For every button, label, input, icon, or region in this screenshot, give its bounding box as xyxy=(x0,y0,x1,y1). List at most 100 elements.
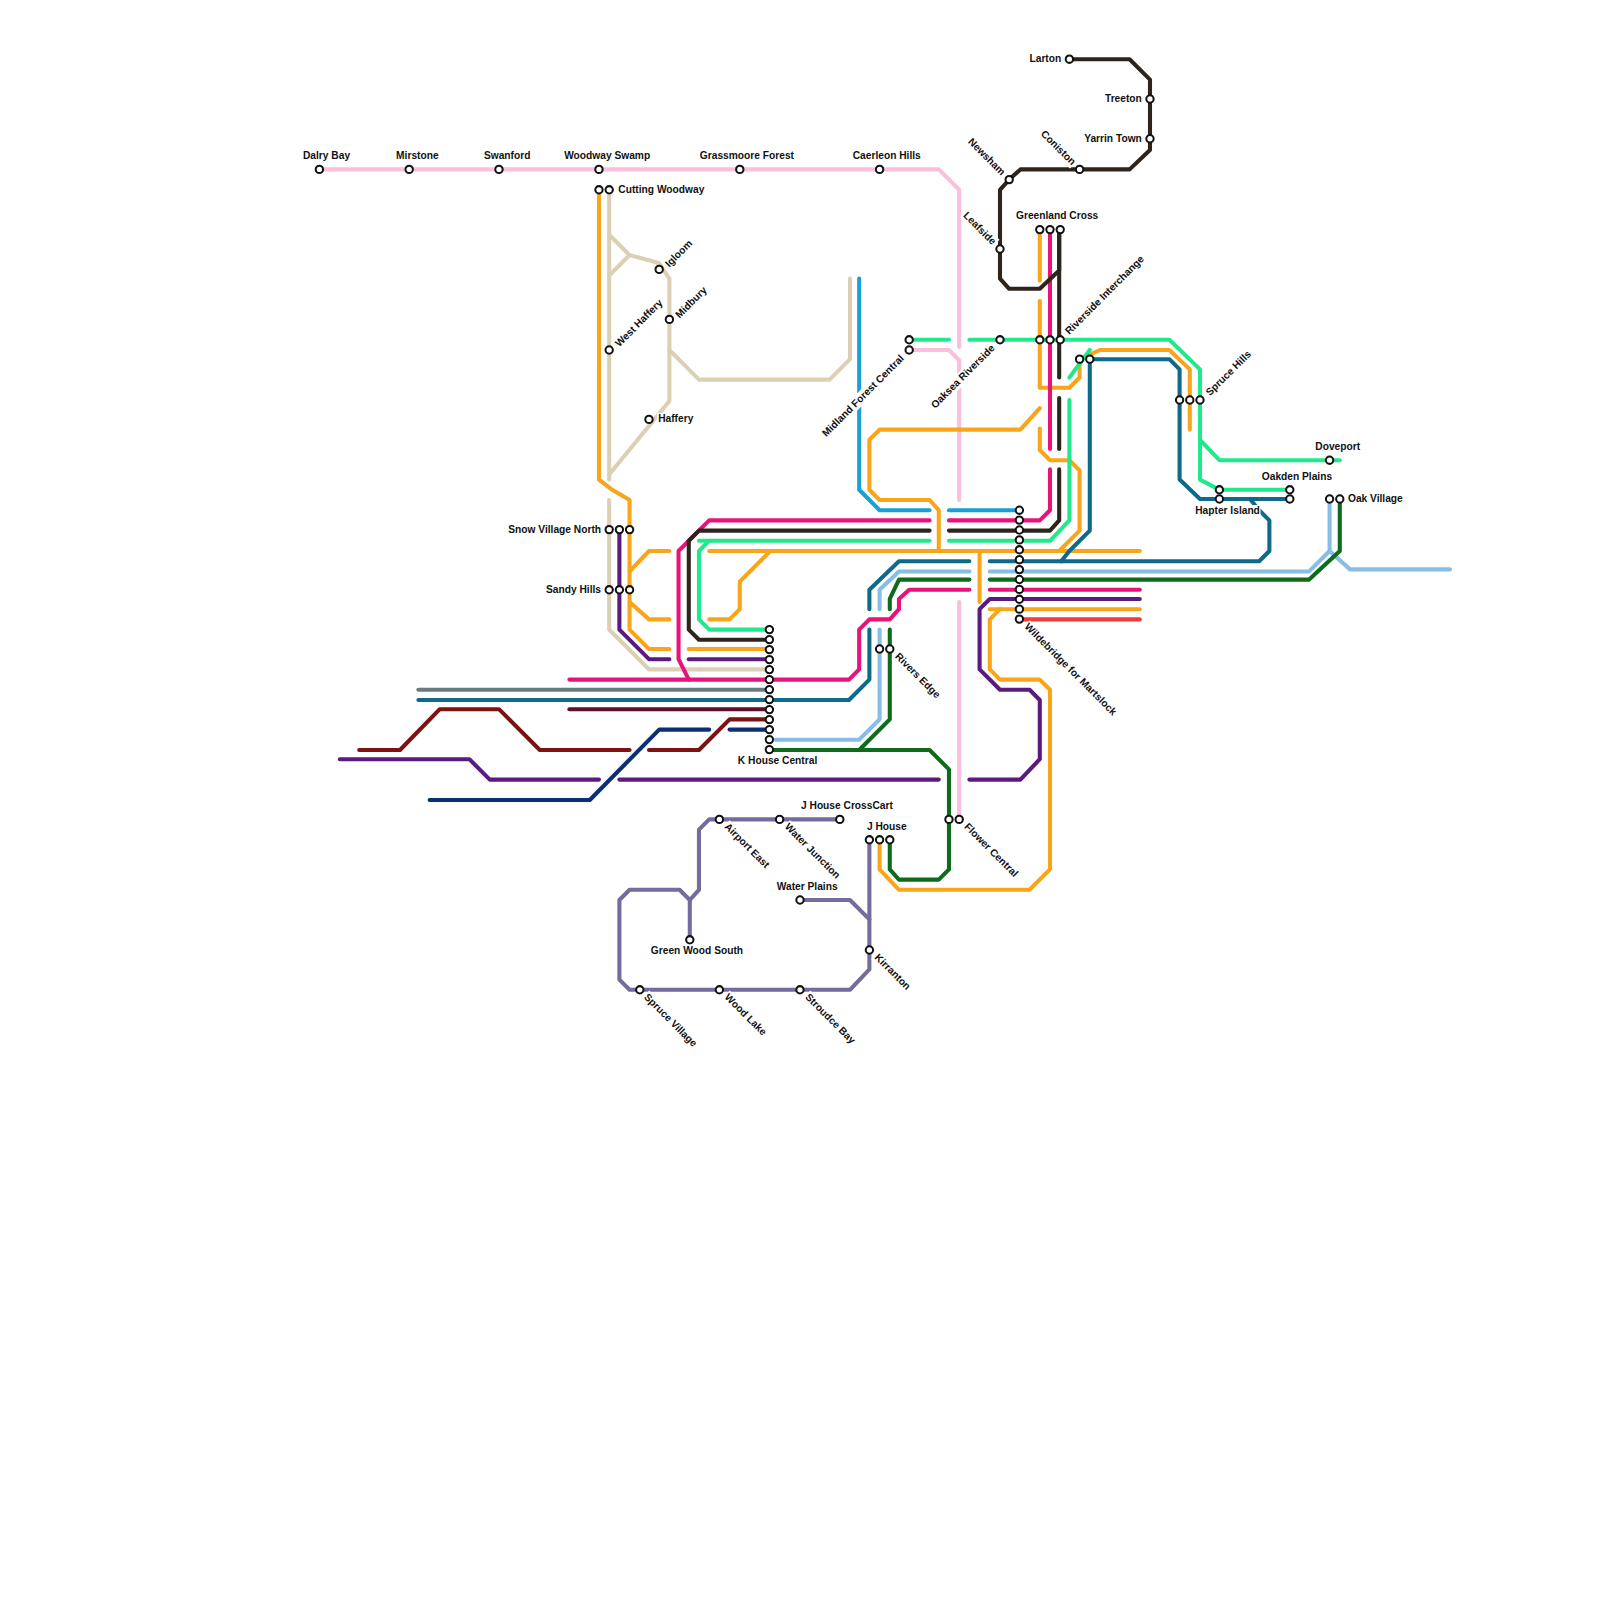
station-dot xyxy=(1016,566,1023,573)
station-dot xyxy=(876,836,883,843)
station-dot xyxy=(796,986,803,993)
station-dot xyxy=(1016,606,1023,613)
station-dot xyxy=(866,946,873,953)
station-dot xyxy=(886,645,893,652)
station-dot xyxy=(606,346,613,353)
station-dot xyxy=(1066,56,1073,63)
station-dot xyxy=(956,816,963,823)
station-label: Green Wood South xyxy=(650,945,744,957)
route-line xyxy=(990,499,1340,580)
station-dot xyxy=(766,656,773,663)
route-line xyxy=(990,607,1140,611)
station-dot xyxy=(606,526,613,533)
route-line xyxy=(1038,230,1042,281)
route-line xyxy=(969,599,1139,780)
station-dot xyxy=(766,706,773,713)
station-label: Igloom xyxy=(662,237,696,271)
station-dot xyxy=(996,245,1003,252)
station-dot xyxy=(1326,457,1333,464)
station-dot xyxy=(886,836,893,843)
route-line xyxy=(359,709,629,750)
station-dot xyxy=(766,746,773,753)
route-line xyxy=(800,900,869,919)
route-line xyxy=(1057,398,1061,449)
route-line xyxy=(770,750,949,880)
route-line xyxy=(869,561,969,609)
station-label: Mirstone xyxy=(395,150,440,162)
station-label: Haffery xyxy=(657,413,694,425)
route-line xyxy=(969,340,1289,490)
station-dot xyxy=(836,816,843,823)
station-label: Dalry Bay xyxy=(302,150,351,162)
station-label: Treeton xyxy=(1104,93,1143,105)
route-line xyxy=(730,728,766,732)
station-label: Wildebridge for Martslock xyxy=(1021,620,1120,719)
station-dot xyxy=(626,586,633,593)
route-line xyxy=(1000,59,1150,289)
route-line xyxy=(890,580,970,610)
route-line xyxy=(619,531,669,660)
station-dot xyxy=(606,586,613,593)
station-dot xyxy=(1016,507,1023,514)
station-dot xyxy=(1016,516,1023,523)
route-line xyxy=(689,531,930,640)
route-line xyxy=(418,688,765,692)
station-label: Airport East xyxy=(721,820,772,871)
station-dot xyxy=(716,986,723,993)
route-line xyxy=(669,279,850,380)
route-line xyxy=(880,571,970,609)
station-label: Newsham xyxy=(965,135,1009,179)
station-label: Sandy Hills xyxy=(545,584,602,596)
station-dot xyxy=(766,666,773,673)
route-line xyxy=(949,400,1069,541)
station-dot xyxy=(1016,586,1023,593)
route-line xyxy=(990,499,1270,561)
station-dot xyxy=(766,676,773,683)
route-line xyxy=(699,539,930,543)
station-dot xyxy=(766,646,773,653)
station-dot xyxy=(766,696,773,703)
station-label: Swanford xyxy=(483,150,532,162)
station-label: Water Plains xyxy=(776,881,839,893)
route-line xyxy=(957,602,961,819)
route-line xyxy=(1040,301,1190,430)
station-dot xyxy=(1076,356,1083,363)
station-dot xyxy=(1186,396,1193,403)
route-line xyxy=(699,541,765,630)
station-dot xyxy=(1046,336,1053,343)
station-dot xyxy=(666,316,673,323)
route-line xyxy=(699,667,765,671)
route-line xyxy=(689,647,766,651)
station-label: Caerleon Hills xyxy=(852,150,922,162)
station-dot xyxy=(1086,356,1093,363)
station-dot xyxy=(1016,526,1023,533)
route-line xyxy=(1069,350,1089,378)
station-dot xyxy=(1326,495,1333,502)
station-dot xyxy=(1016,546,1023,553)
station-dot xyxy=(1336,495,1343,502)
route-line xyxy=(609,500,699,669)
station-dot xyxy=(766,716,773,723)
station-dot xyxy=(1176,396,1183,403)
station-label: Oak Village xyxy=(1347,493,1404,505)
station-dot xyxy=(595,186,602,193)
station-label: Coniston xyxy=(1037,127,1078,168)
station-label: Larton xyxy=(1028,53,1062,65)
station-dot xyxy=(1216,486,1223,493)
station-dot xyxy=(1036,226,1043,233)
station-dot xyxy=(316,166,323,173)
station-dot xyxy=(645,416,652,423)
station-dot xyxy=(1057,336,1064,343)
station-label: K House Central xyxy=(737,755,818,767)
station-label: Midland Forest Central xyxy=(819,352,907,440)
station-dot xyxy=(1216,495,1223,502)
station-label: Grassmoore Forest xyxy=(699,150,795,162)
station-dot xyxy=(716,816,723,823)
route-line xyxy=(430,730,710,800)
route-line xyxy=(776,630,880,740)
station-label: Doveport xyxy=(1314,441,1361,453)
station-dot xyxy=(766,736,773,743)
route-line xyxy=(609,235,669,475)
station-dot xyxy=(1146,95,1153,102)
station-dot xyxy=(906,336,913,343)
